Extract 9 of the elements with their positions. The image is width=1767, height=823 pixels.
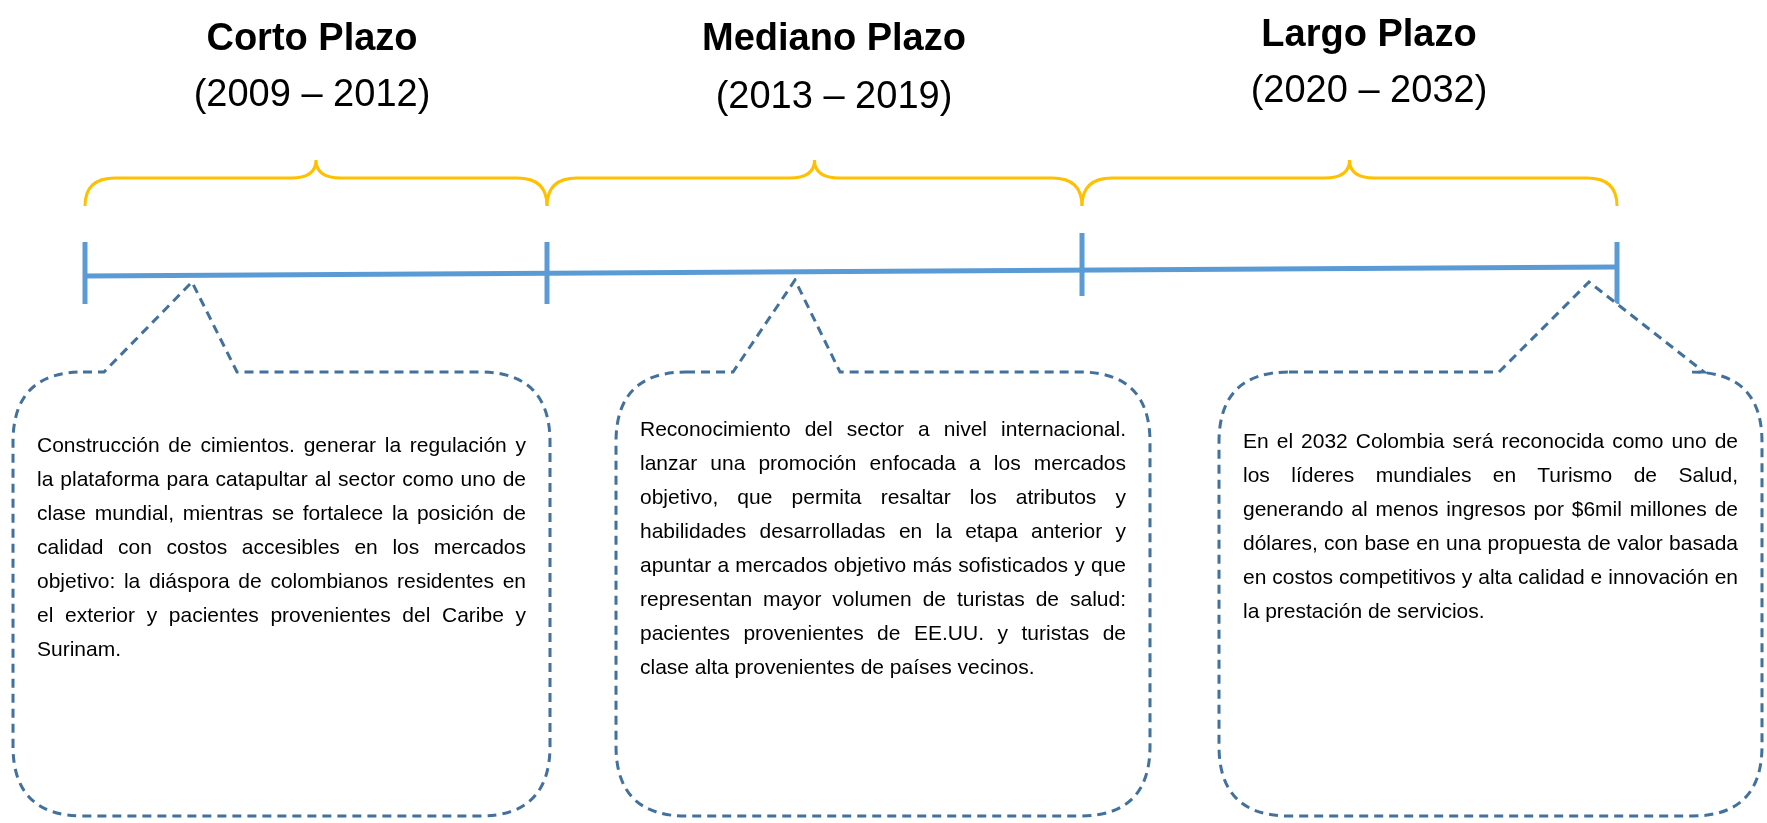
- period-heading: Mediano Plazo: [701, 15, 967, 60]
- year-range: (2013 – 2019): [714, 73, 954, 118]
- period-heading: Corto Plazo: [205, 15, 419, 60]
- year-range: (2009 – 2012): [192, 71, 432, 116]
- callout-text: Reconocimiento del sector a nivel internacional. lanzar una promoción enfocada a los mercados objetivo, que permita resaltar los atributos y habilidades desarrolladas en la etapa anterior y apuntar a mercados objetivo más sofisticados y que representan mayor volumen de turistas de salud: pacientes provenientes de EE.UU. y turistas de clase alta provenientes de países vecinos.: [640, 416, 1126, 680]
- callout-text: Construcción de cimientos. generar la regulación y la plataforma para catapultar al sector como uno de clase mundial, mientras se fortalece la posición de calidad con costos accesibles en los mercados objetivo: la diáspora de colombianos residentes en el exterior y pacientes provenientes del Caribe y Surinam.: [37, 432, 526, 662]
- year-range: (2020 – 2032): [1249, 67, 1489, 112]
- period-heading: Largo Plazo: [1260, 11, 1478, 56]
- callout-text: En el 2032 Colombia será reconocida como uno de los líderes mundiales en Turismo de Salud, generando al menos ingresos por $6mil millones de dólares, con base en una propuesta de valor basada en costos competitivos y alta calidad e innovación en la prestación de servicios.: [1243, 428, 1738, 624]
